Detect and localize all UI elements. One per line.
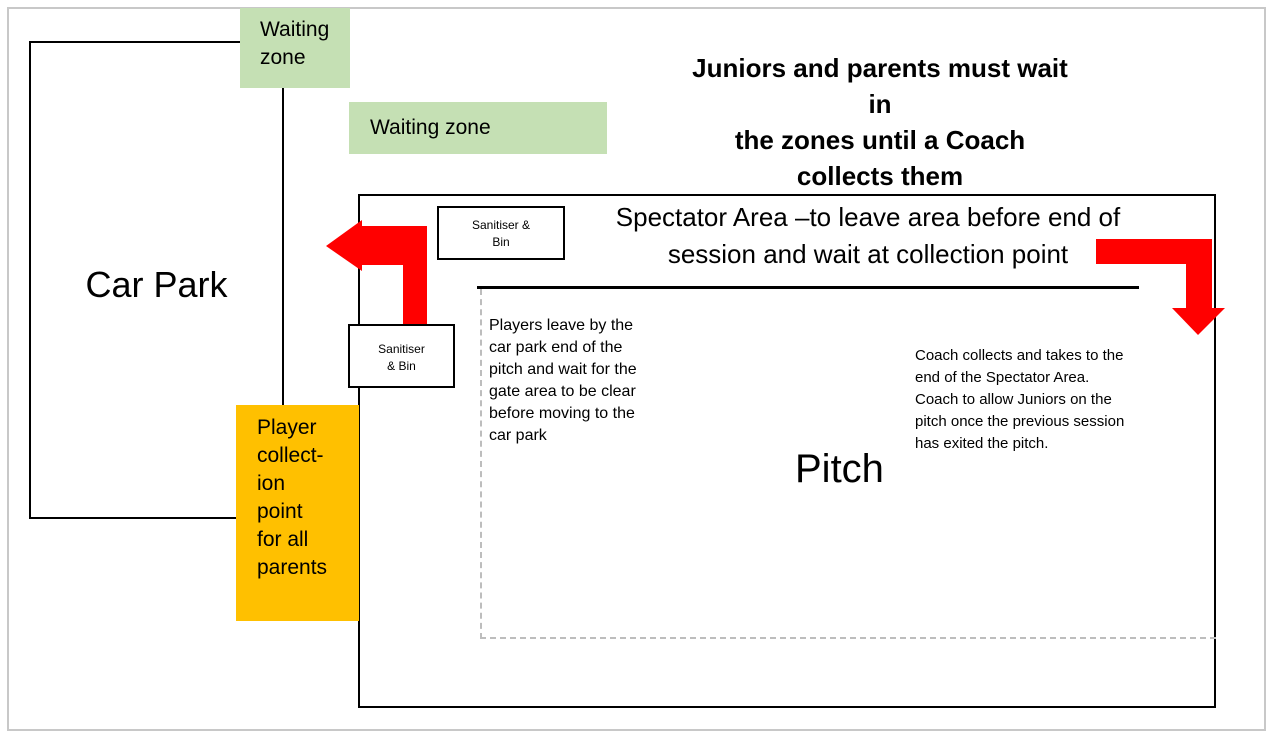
collection-line: ion	[257, 472, 286, 495]
car-park-boundary-line	[282, 88, 284, 519]
spectator-area-label: Spectator Area –to leave area before end…	[568, 199, 1168, 273]
coach-note-line: pitch once the previous session	[915, 413, 1125, 430]
coach-collection-note: Coach collects and takes to the end of t…	[915, 345, 1205, 455]
coach-note-line: has exited the pitch.	[915, 435, 1049, 452]
players-note-line: before moving to the	[489, 405, 635, 422]
car-park-area	[29, 41, 284, 519]
sanitiser-left-line1: Sanitiser	[378, 342, 425, 356]
players-exit-note: Players leave by the car park end of the…	[489, 315, 694, 447]
sanitiser-top-line1: Sanitiser &	[471, 218, 531, 232]
coach-note-line: Coach to allow Juniors on the	[915, 391, 1112, 408]
sanitiser-top-line2: Bin	[492, 235, 510, 249]
coach-note-line: Coach collects and takes to the	[915, 347, 1124, 364]
diagram-frame	[7, 7, 1266, 731]
players-note-line: pitch and wait for the	[489, 361, 637, 378]
collection-line: for all	[257, 528, 309, 551]
pitch-outer-boundary	[358, 194, 1216, 708]
waiting-zone-top-line1: Waiting	[260, 18, 330, 41]
pitch-inner-boundary	[480, 289, 1216, 639]
waiting-zone-top: Waiting zone	[240, 8, 350, 88]
spectator-divider-line	[477, 286, 1139, 289]
coach-note-line: end of the Spectator Area.	[915, 369, 1090, 386]
sanitiser-bin-left: Sanitiser & Bin	[348, 324, 455, 388]
car-park-label: Car Park	[85, 264, 228, 305]
players-note-line: car park	[489, 427, 547, 444]
collection-line: collect-	[257, 444, 324, 467]
player-collection-point: Player collect- ion point for all parent…	[236, 405, 359, 621]
headline: Juniors and parents must wait in the zon…	[690, 50, 1070, 194]
players-note-line: gate area to be clear	[489, 383, 636, 400]
waiting-zone-mid: Waiting zone	[349, 102, 607, 154]
pitch-label: Pitch	[795, 447, 884, 491]
headline-line1: Juniors and parents must wait in	[692, 53, 1068, 119]
headline-line2: the zones until a Coach	[734, 125, 1026, 155]
spectator-area-line2: session and wait at collection point	[667, 239, 1069, 269]
collection-line: parents	[257, 556, 328, 579]
waiting-zone-top-line2: zone	[260, 46, 306, 69]
spectator-area-line1: Spectator Area –to leave area before end…	[615, 202, 1121, 232]
headline-line3: collects them	[796, 161, 964, 191]
sanitiser-left-line2: & Bin	[387, 359, 416, 373]
players-note-line: car park end of the	[489, 339, 623, 356]
collection-line: point	[257, 500, 303, 523]
collection-line: Player	[257, 416, 317, 439]
sanitiser-bin-top: Sanitiser & Bin	[437, 206, 565, 260]
players-note-line: Players leave by the	[489, 317, 634, 334]
